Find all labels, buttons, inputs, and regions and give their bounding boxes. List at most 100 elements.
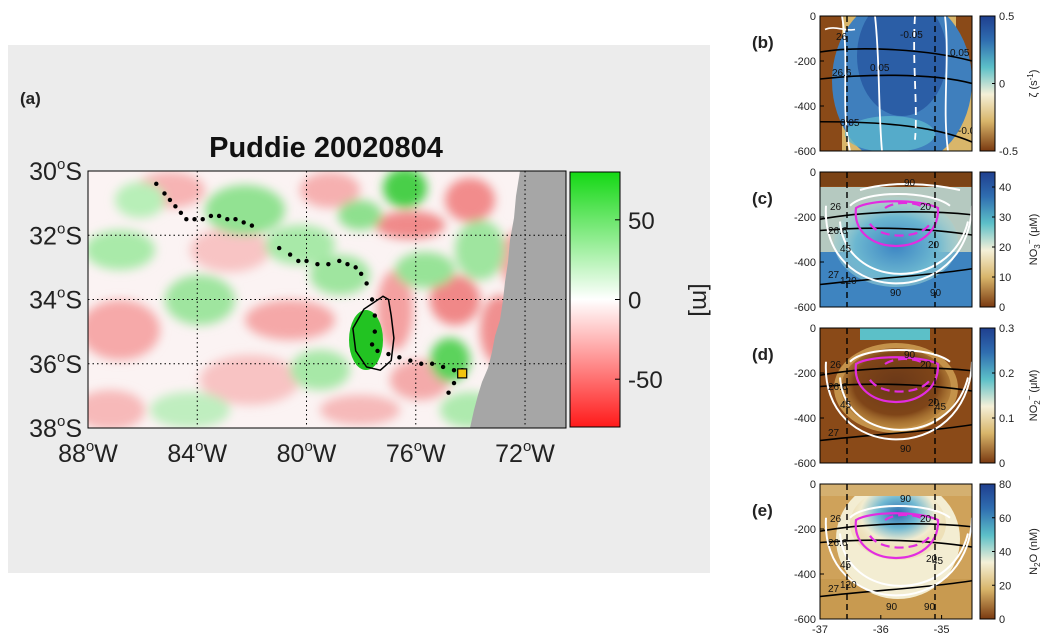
track-point — [208, 213, 214, 219]
track-point — [358, 271, 364, 276]
colorbar-a-ticks: 500-50 — [615, 208, 663, 394]
map-x-tick-label: 72oW — [495, 438, 555, 468]
colorbar-e-tick-label: 0 — [999, 614, 1005, 626]
contour-label: -0.05 — [900, 30, 923, 41]
colorbar-a-tick-label: -50 — [628, 367, 663, 394]
depth-tick-label: -200 — [794, 212, 816, 224]
colorbar-b-label: ζ (s-1) — [1026, 70, 1040, 98]
track-point — [173, 204, 178, 209]
map-x-tick-label: 84oW — [167, 438, 227, 468]
track-point — [304, 258, 309, 264]
track-point — [386, 351, 391, 357]
panel-c-frame — [819, 171, 973, 308]
sea-level-anomaly-map — [88, 171, 566, 428]
depth-tick-label: -400 — [794, 257, 816, 269]
map-x-tick-label: 88oW — [58, 438, 118, 468]
contour-label: 120 — [840, 276, 857, 287]
contour-label: 26 — [830, 514, 842, 525]
colorbar-b-tick-label: 0 — [999, 79, 1005, 91]
colorbar-d-label: NO2− (μM) — [1025, 370, 1042, 422]
panel-label-d: (d) — [752, 345, 774, 364]
track-point — [429, 361, 435, 366]
contour-label: 27 — [828, 270, 840, 281]
map-y-tick-label: 30oS — [29, 156, 82, 186]
colorbar-e-label: N2O (nM) — [1028, 528, 1042, 575]
map-frame — [87, 170, 567, 429]
lon-tick-label: -35 — [934, 624, 950, 634]
colorbar-b-tick-label: 0.5 — [999, 11, 1014, 23]
track-point — [326, 261, 331, 267]
depth-tick-label: -400 — [794, 101, 816, 113]
lon-tick-label: -37 — [812, 624, 828, 634]
depth-tick-label: 0 — [810, 323, 816, 335]
track-point — [241, 220, 246, 225]
track-point — [372, 329, 377, 334]
depth-tick-label: 0 — [810, 479, 816, 491]
track-point — [233, 216, 238, 222]
colorbar-d — [979, 327, 996, 464]
depth-tick-label: -200 — [794, 524, 816, 536]
colorbar-d-tick-label: 0 — [999, 458, 1005, 470]
depth-tick-label: -600 — [794, 146, 816, 158]
track-point — [178, 210, 184, 215]
track-point — [277, 245, 282, 251]
contour-label: 90 — [900, 494, 912, 505]
contour-label: 26.6 — [828, 382, 848, 393]
depth-tick-label: 0 — [810, 11, 816, 23]
contour-label: 20 — [928, 398, 940, 409]
lon-tick-label: -36 — [873, 624, 889, 634]
track-point — [216, 213, 222, 219]
colorbar-c-tick-label: 10 — [999, 272, 1011, 284]
contour-label: 45 — [840, 560, 852, 571]
contour-label: 27 — [828, 584, 840, 595]
track-point — [419, 361, 424, 366]
track-point — [364, 281, 369, 286]
contour-label: 26.6 — [828, 538, 848, 549]
track-point — [451, 367, 457, 373]
contour-label: 90 — [886, 602, 898, 613]
panel-b-frame — [819, 15, 973, 152]
track-point — [249, 223, 255, 228]
colorbar-e-tick-label: 60 — [999, 513, 1011, 525]
panel-d-frame — [819, 327, 973, 464]
colorbar-c-label: NO3− (μM) — [1025, 214, 1042, 266]
panel-e-frame — [819, 483, 973, 620]
track-point — [372, 313, 377, 318]
track-point — [353, 265, 358, 270]
contour-label: 90 — [890, 288, 902, 299]
contour-label: 0.05 — [950, 48, 970, 59]
colorbar-a — [569, 171, 621, 428]
colorbar-e-tick-label: 80 — [999, 479, 1011, 491]
colorbar-c — [979, 171, 996, 308]
colorbar-c-tick-label: 30 — [999, 212, 1011, 224]
depth-tick-label: -600 — [794, 458, 816, 470]
map-y-tick-label: 34oS — [29, 285, 82, 315]
contour-label: 45 — [840, 244, 852, 255]
contour-label: 0.05 — [870, 63, 890, 74]
contour-label: 90 — [900, 444, 912, 455]
contour-label: 26 — [830, 202, 842, 213]
depth-tick-label: -600 — [794, 614, 816, 626]
track-point — [446, 390, 451, 395]
contour-label: 45 — [932, 556, 944, 567]
track-point — [200, 216, 205, 222]
float-track — [154, 181, 465, 395]
colorbar-d-tick-label: 0.3 — [999, 323, 1014, 335]
track-point — [184, 216, 189, 222]
map-x-tick-label: 80oW — [277, 438, 337, 468]
panel-label-c: (c) — [752, 189, 773, 208]
track-point — [167, 197, 173, 203]
depth-tick-label: -600 — [794, 302, 816, 314]
float-position-marker — [457, 368, 468, 379]
map-y-tick-label: 38oS — [29, 413, 82, 443]
contour-label: 120 — [840, 580, 857, 591]
contour-label: 20 — [920, 514, 932, 525]
contour-label: 20 — [926, 554, 938, 565]
track-point — [315, 261, 320, 267]
track-point — [287, 252, 293, 257]
colorbar-a-label: [m] — [687, 283, 714, 316]
depth-tick-label: 0 — [810, 167, 816, 179]
